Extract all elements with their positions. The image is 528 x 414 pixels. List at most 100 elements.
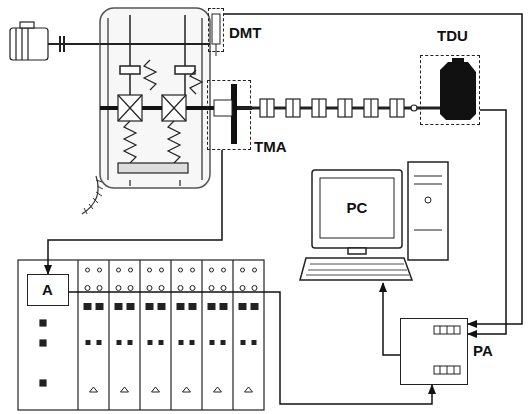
rack-switch [179,340,184,345]
drawing-line [184,15,186,100]
rack-knob [86,268,90,272]
drawing-line [118,95,142,121]
drawing-line [344,99,345,117]
drawing-line [77,260,78,410]
rack-switch [239,303,247,310]
rack-switch [84,303,92,310]
rack-knob [147,286,152,291]
drawing-line [48,43,102,45]
rack-switch [220,303,228,310]
torque-flange [214,84,237,144]
drawing-rect [40,320,46,326]
rack-knob [191,268,195,272]
drawing-line [63,36,65,52]
rack-indicator [245,387,253,392]
drive-unit-box: TDU [420,55,480,125]
rack-switch [128,340,133,345]
rack-switch [96,303,104,310]
rack-switch [251,303,259,310]
drawing-rect [10,28,48,60]
rack-knob [160,268,164,272]
drawing-rect [338,99,352,117]
drawing-g [84,180,103,214]
rack-switch [159,340,164,345]
drawing-line [440,366,441,374]
rack-knob [117,268,121,272]
coupling-shaft [237,99,440,117]
drawing-line [454,366,455,374]
instrument-rack [18,260,264,410]
drawing-rect [18,260,264,410]
drawing-path [82,176,98,214]
drawing-path [440,62,476,120]
drawing-circle [425,197,431,203]
drawing-rect [100,8,210,188]
rack-indicator [183,387,191,392]
drawing-line [292,99,293,117]
drawing-rect [390,99,404,117]
drawing-polyline [144,60,156,90]
rack-knob [252,286,257,291]
drawing-rect [118,95,142,121]
node-label: TDU [437,28,468,43]
drawing-rect [286,99,300,117]
drawing-line [414,184,442,185]
drawing-line [15,28,16,60]
drawing-polyline [124,121,136,163]
computer [300,162,448,280]
rack-switch [208,303,216,310]
drawing-rect [434,366,460,374]
rack-switch [117,340,122,345]
rack-knob [222,268,226,272]
rack-switch [177,303,185,310]
drawing-rect [348,248,366,254]
rack-knob [116,286,121,291]
drawing-line [170,260,171,410]
drawing-rect [408,162,448,260]
drawing-line [447,326,448,334]
drawing-rect [212,14,220,44]
drawing-rect [260,99,274,117]
rack-knob [159,286,164,291]
drawing-line [93,198,98,203]
drawing-line [310,264,404,265]
dmt-sensor [212,14,220,56]
rack-knobs [84,268,259,392]
drawing-rect [320,178,394,238]
rack-switch [146,303,154,310]
drawing-line [27,28,28,60]
rack-knob [190,286,195,291]
node-label: TMA [254,139,287,154]
rack-knob [241,268,245,272]
computer-node: PC [300,160,450,283]
drawing-rect [40,340,46,346]
drawing-polyline [190,70,202,94]
drawing-line [59,36,61,52]
drawing-line [89,204,93,209]
rack-indicator [214,387,222,392]
pa-slots [434,326,460,374]
drawing-line [179,180,180,186]
signal-wire [224,14,522,324]
rack-knob [97,286,102,291]
rack-switch [210,340,215,345]
rack-knob [129,268,133,272]
signal-wire [383,283,400,355]
rack-switch [252,340,257,345]
rack-knob [178,286,183,291]
rack-switch [189,303,197,310]
torque-meter-box: TMA [207,80,251,150]
rack-indicator [152,387,160,392]
rack-knob [209,286,214,291]
drawing-line [100,43,210,45]
drawing-line [162,95,186,121]
drawing-line [129,180,130,186]
drawing-line [107,18,109,180]
drawing-line [118,95,142,121]
drawing-line [306,275,409,276]
drawing-line [370,99,371,117]
drawing-rect [312,99,326,117]
drawing-polygon [300,258,412,280]
rack-switch [190,340,195,345]
